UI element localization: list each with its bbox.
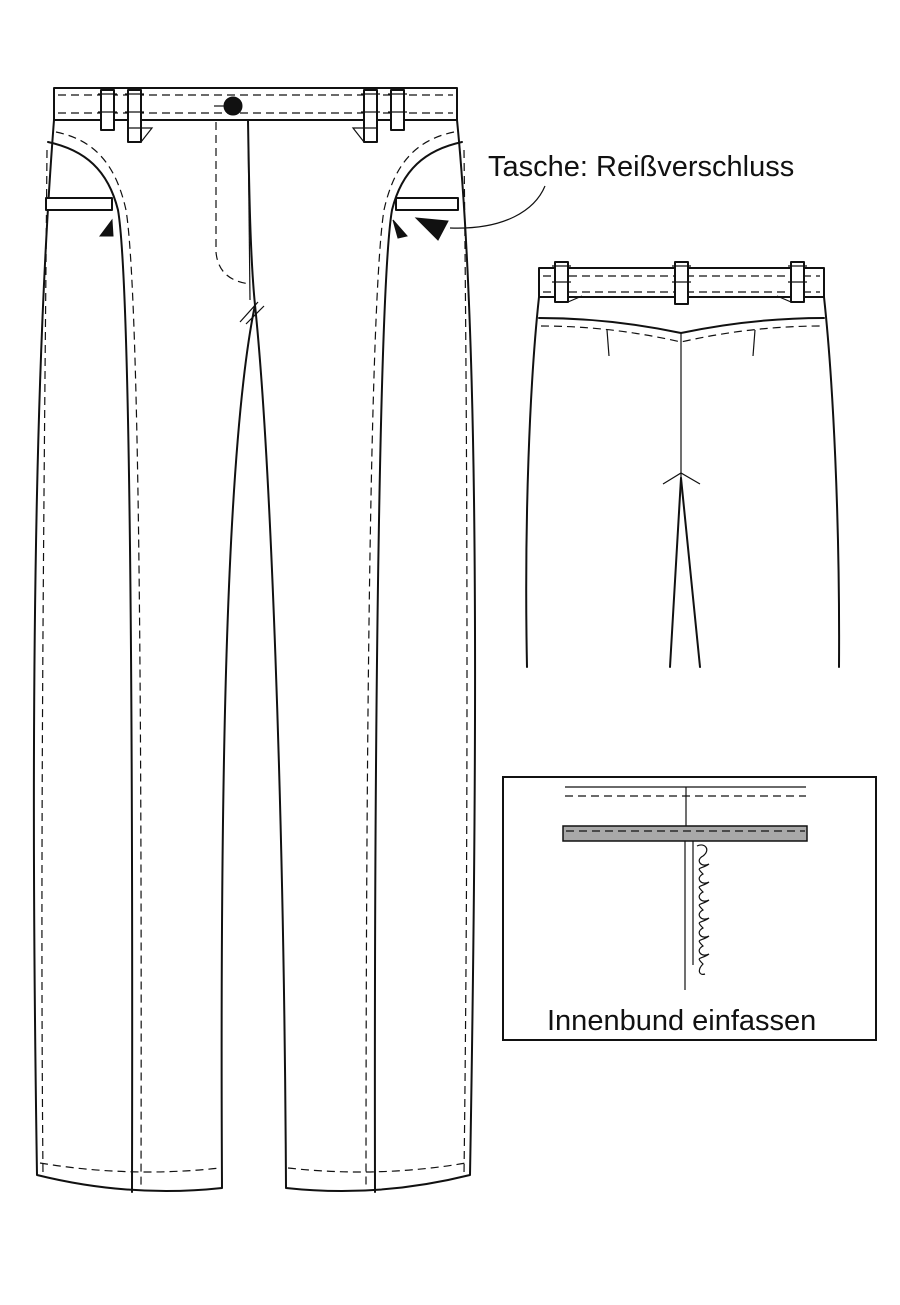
belt-loop — [361, 89, 380, 143]
back-left-leg — [525, 296, 540, 668]
belt-loop — [98, 89, 117, 131]
belt-loop — [788, 261, 807, 303]
front-fly — [215, 119, 265, 325]
detail-label: Innenbund einfassen — [547, 1005, 816, 1037]
front-left-leg — [32, 119, 256, 1193]
belt-loop — [125, 89, 144, 143]
back-dart-left — [606, 329, 610, 357]
back-right-leg — [823, 296, 841, 668]
left-zipper-pocket — [45, 197, 114, 237]
detail-frame — [502, 776, 877, 1041]
overlock-stitch — [696, 844, 710, 975]
front-left-pocket-seam — [47, 141, 134, 1193]
front-belt-loops — [98, 89, 407, 143]
belt-loop — [388, 89, 407, 131]
front-waistband — [53, 87, 458, 121]
pocket-callout: Tasche: Reißverschluss — [449, 151, 794, 229]
front-right-leg — [254, 119, 477, 1193]
belt-loop — [672, 261, 691, 305]
belt-loop — [552, 261, 571, 303]
binding-strip — [562, 825, 808, 842]
detail-inset: Innenbund einfassen — [502, 776, 877, 1041]
waistband-button — [214, 96, 243, 116]
back-yoke-seam — [538, 317, 825, 334]
front-right-pocket-seam — [373, 141, 463, 1193]
back-belt-loops — [552, 261, 807, 305]
pocket-label: Tasche: Reißverschluss — [488, 151, 794, 183]
trousers-front-view — [32, 87, 477, 1193]
right-zipper-pocket — [392, 197, 459, 241]
back-dart-right — [752, 329, 756, 357]
trousers-back-view — [525, 261, 841, 668]
